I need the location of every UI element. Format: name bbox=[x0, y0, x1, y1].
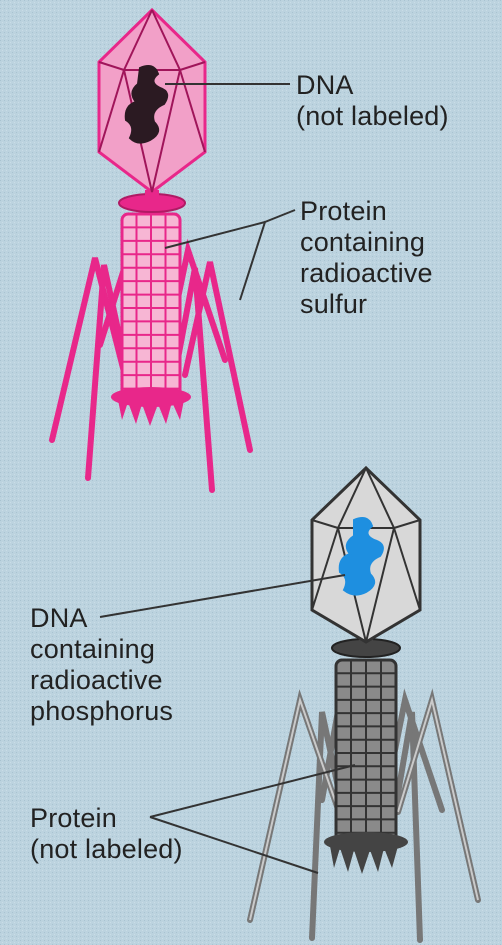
label-dna-not-labeled: DNA (not labeled) bbox=[296, 70, 449, 132]
label-line: (not labeled) bbox=[30, 834, 183, 864]
label-protein-not-labeled: Protein (not labeled) bbox=[30, 803, 183, 865]
label-line: DNA bbox=[296, 70, 354, 100]
label-line: Protein bbox=[300, 196, 387, 226]
phage-2-dna-icon bbox=[338, 517, 384, 596]
phage-sulfur-labeled bbox=[49, 7, 253, 493]
label-line: containing bbox=[30, 634, 156, 664]
leader-protein-1b bbox=[164, 221, 266, 249]
phage-1-dna-icon bbox=[124, 65, 169, 144]
phage-1-tail-sheath bbox=[111, 212, 191, 426]
label-line: radioactive bbox=[300, 258, 433, 288]
label-line: (not labeled) bbox=[296, 101, 449, 131]
label-dna-radioactive-phosphorus: DNA containing radioactive phosphorus bbox=[30, 603, 173, 727]
label-line: radioactive bbox=[30, 665, 163, 695]
leader-protein-2a bbox=[149, 764, 356, 818]
phage-2-head bbox=[310, 465, 422, 644]
label-line: phosphorus bbox=[30, 696, 174, 726]
label-line: DNA bbox=[30, 603, 88, 633]
leader-protein-2b bbox=[149, 816, 319, 874]
label-line: sulfur bbox=[300, 289, 368, 319]
leader-dna-2 bbox=[99, 574, 346, 618]
label-line: containing bbox=[300, 227, 426, 257]
label-protein-radioactive-sulfur: Protein containing radioactive sulfur bbox=[300, 196, 433, 320]
leader-lines bbox=[99, 83, 356, 874]
phage-1-head bbox=[97, 7, 207, 194]
label-line: Protein bbox=[30, 803, 117, 833]
phage-phosphorus-labeled bbox=[247, 465, 481, 943]
phage-2-tail-sheath bbox=[324, 658, 408, 874]
